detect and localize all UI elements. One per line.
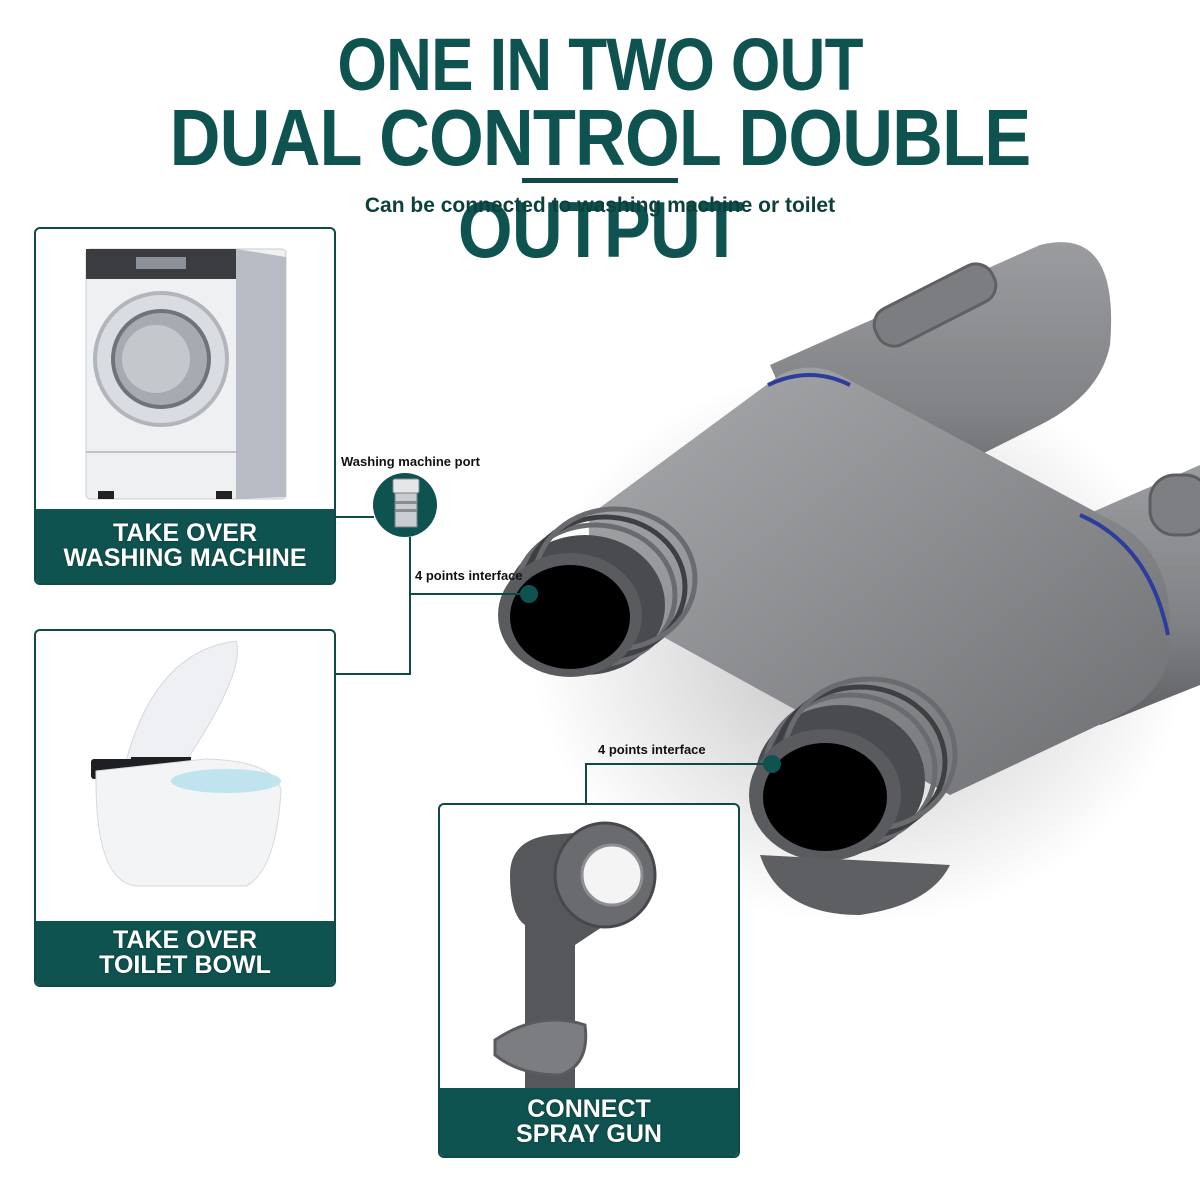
card-spray-gun: CONNECT SPRAY GUN	[438, 803, 740, 1158]
caption-line-1: CONNECT	[527, 1095, 651, 1123]
card-washing-machine: TAKE OVER WASHING MACHINE	[34, 227, 336, 585]
interface-marker-top	[520, 585, 538, 603]
headline-line-1: ONE IN TWO OUT	[337, 23, 863, 106]
caption-line-1: TAKE OVER	[113, 519, 257, 547]
connector-port-down	[409, 537, 411, 675]
interface-label-bottom: 4 points interface	[598, 742, 706, 757]
washing-machine-port-icon	[373, 473, 437, 537]
card-spray-gun-caption: CONNECT SPRAY GUN	[440, 1088, 738, 1156]
card-toilet-bowl: TAKE OVER TOILET BOWL	[34, 629, 336, 987]
spray-gun-image	[493, 821, 657, 1095]
caption-line-2: TOILET BOWL	[99, 951, 271, 979]
connector-spray-vertical	[585, 763, 587, 805]
interface-label-top: 4 points interface	[415, 568, 523, 583]
headline-line-2: DUAL CONTROL DOUBLE OUTPUT	[169, 93, 1032, 274]
connector-toilet	[336, 673, 411, 675]
connector-to-top-interface	[409, 593, 529, 595]
connector-wm-to-port	[336, 516, 374, 518]
card-toilet-bowl-caption: TAKE OVER TOILET BOWL	[36, 921, 334, 985]
caption-line-2: WASHING MACHINE	[63, 544, 307, 572]
connector-spray-horizontal	[585, 763, 772, 765]
title-divider	[522, 178, 678, 183]
caption-line-2: SPRAY GUN	[516, 1120, 662, 1148]
washing-machine-image	[85, 248, 287, 500]
toilet-image	[91, 640, 282, 887]
card-washing-machine-caption: TAKE OVER WASHING MACHINE	[36, 509, 334, 583]
subtitle: Can be connected to washing machine or t…	[364, 194, 836, 217]
angle-valve-image	[498, 242, 1200, 925]
washing-machine-port-label: Washing machine port	[341, 454, 480, 469]
interface-marker-bottom	[763, 755, 781, 773]
caption-line-1: TAKE OVER	[113, 926, 257, 954]
